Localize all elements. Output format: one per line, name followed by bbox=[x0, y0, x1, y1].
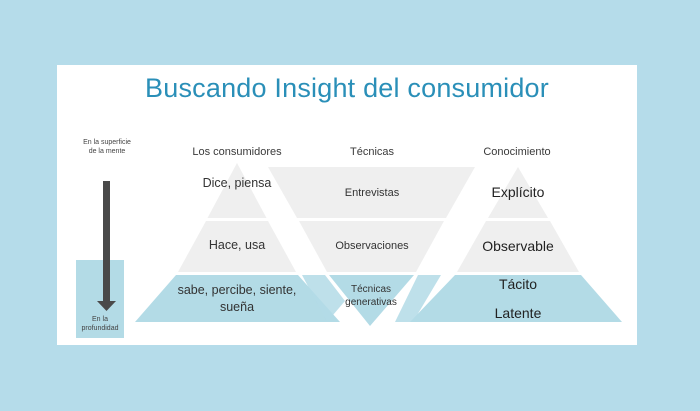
knowledge-pyramid bbox=[410, 167, 622, 322]
technique-level-2: Observaciones bbox=[335, 240, 409, 252]
column-header-techniques: Técnicas bbox=[349, 146, 395, 158]
knowledge-level-4: Latente bbox=[494, 305, 542, 321]
consumers-level-1: Dice, piensa bbox=[202, 176, 272, 190]
techniques-inverted-triangle bbox=[268, 167, 475, 326]
column-header-knowledge: Conocimiento bbox=[483, 146, 551, 158]
knowledge-level-1: Explícito bbox=[491, 184, 545, 200]
knowledge-level-3: Tácito bbox=[498, 276, 538, 292]
surface-label: En la superficie de la mente bbox=[83, 139, 131, 155]
column-header-consumers: Los consumidores bbox=[192, 146, 282, 158]
deep-band-connector-left bbox=[302, 275, 345, 322]
consumers-pyramid bbox=[135, 163, 340, 322]
depth-zone-box bbox=[76, 260, 124, 338]
technique-level-1: Entrevistas bbox=[344, 187, 400, 199]
consumers-level-3: sabe, percibe, siente, sueña bbox=[177, 283, 297, 314]
arrow-down-icon bbox=[97, 181, 116, 311]
knowledge-level-2: Observable bbox=[482, 238, 554, 254]
deep-band-connector-right bbox=[395, 275, 441, 322]
consumers-level-2: Hace, usa bbox=[208, 238, 266, 252]
diagram-shapes bbox=[76, 163, 622, 338]
technique-level-3: Técnicas generativas bbox=[345, 284, 397, 308]
depth-label: En la profundidad bbox=[81, 316, 119, 332]
slide-title: Buscando Insight del consumidor bbox=[145, 73, 549, 103]
slide: Buscando Insight del consumidor bbox=[57, 65, 637, 345]
